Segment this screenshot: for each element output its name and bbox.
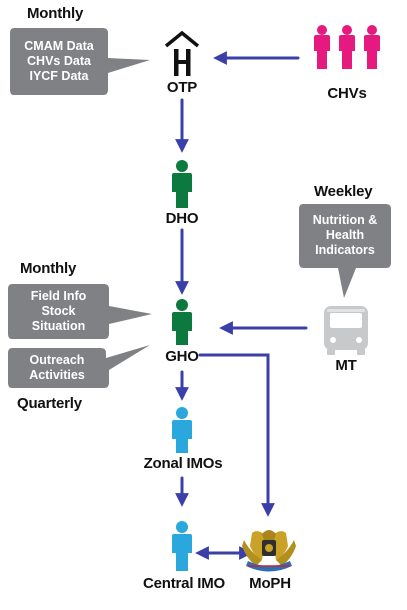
callout-outreach (8, 345, 150, 388)
person-icon (172, 299, 192, 345)
node-label-mt: MT (335, 357, 357, 374)
node-label-zonal-imos: Zonal IMOs (143, 455, 223, 472)
frequency-monthly-top: Monthly (27, 5, 84, 22)
frequency-monthly-mid: Monthly (20, 260, 77, 277)
callout-outreach-text: Outreach Activities (29, 353, 85, 382)
callout-nutrition-health (299, 204, 391, 298)
callout-nutrition-health-text: Nutrition & Health Indicators (312, 213, 378, 257)
node-label-central-imo: Central IMO (143, 575, 225, 592)
node-label-gho: GHO (165, 348, 199, 365)
node-label-moph: MoPH (249, 575, 291, 592)
emblem-icon (242, 530, 296, 572)
arrow-gho-to-moph (198, 353, 275, 517)
three-people-icon (314, 25, 380, 69)
callout-field-info-text: Field Info Stock Situation (30, 289, 87, 333)
person-icon (172, 160, 192, 208)
bus-icon (324, 306, 368, 355)
callout-otp-data (10, 28, 150, 95)
node-label-dho: DHO (165, 210, 199, 227)
person-icon (172, 407, 192, 453)
frequency-weekley: Weekley (314, 183, 373, 200)
connectors (175, 51, 308, 560)
frequency-quarterly: Quarterly (17, 395, 82, 412)
callout-field-info (8, 284, 152, 339)
house-h-icon (164, 30, 200, 76)
node-label-otp: OTP (166, 79, 198, 96)
callout-otp-data-text: CMAM Data CHVs Data IYCF Data (24, 39, 94, 83)
person-icon (172, 521, 192, 571)
node-label-chvs: CHVs (327, 85, 367, 102)
